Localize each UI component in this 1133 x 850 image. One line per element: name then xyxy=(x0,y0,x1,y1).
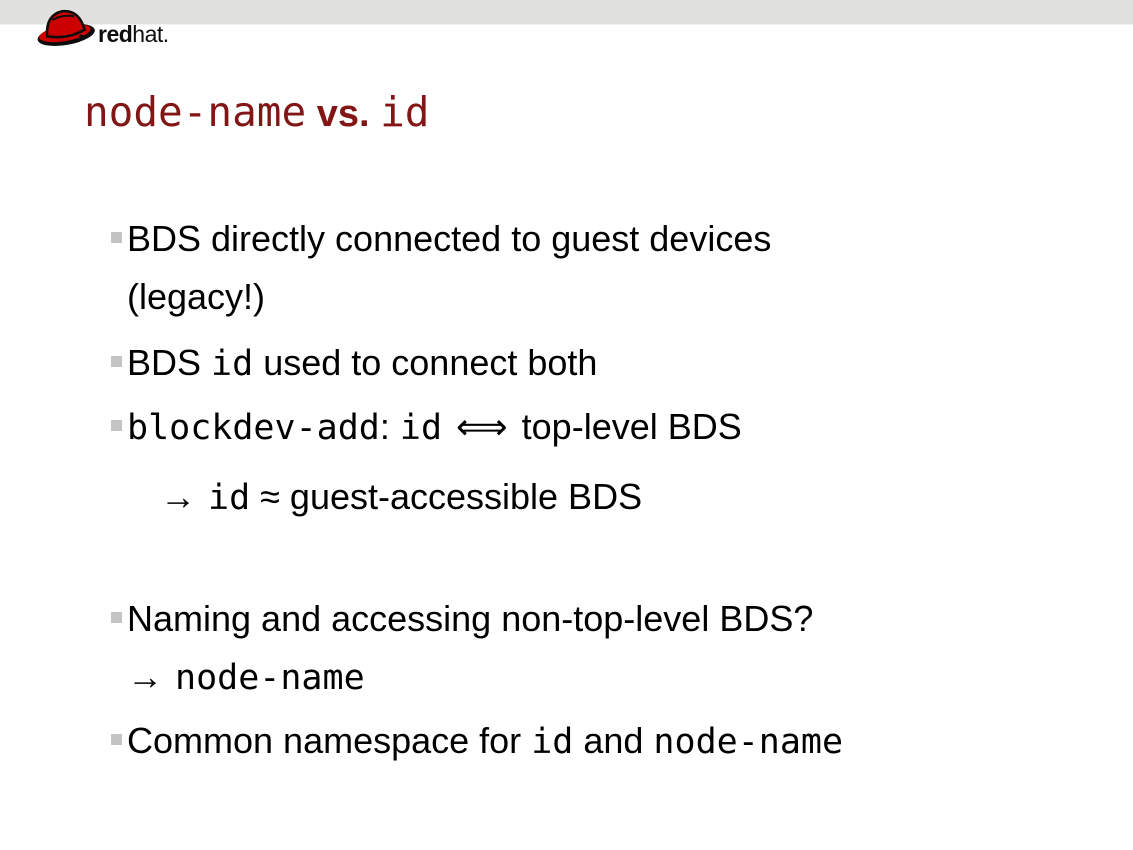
code-segment: id xyxy=(531,722,574,762)
bullet-square-icon xyxy=(111,356,122,367)
code-segment: node-name xyxy=(175,658,365,698)
code-segment: node-name xyxy=(653,722,844,762)
bullet-text: BDS directly connected to guest devices … xyxy=(127,210,771,326)
right-arrow-symbol: → xyxy=(127,656,163,697)
bullet-text: Naming and accessing non-top-level BDS? … xyxy=(127,590,813,707)
slide-title: node-name vs. id xyxy=(84,88,430,136)
title-code-id: id xyxy=(380,88,430,136)
bullet-item-blockdev-add: blockdev-add: id ⟺ top-level BDS xyxy=(111,398,742,457)
text-segment: used to connect both xyxy=(253,342,598,383)
bullet-text: Common namespace for id and node-name xyxy=(127,712,843,771)
bullet-item-legacy: BDS directly connected to guest devices … xyxy=(111,210,771,326)
code-segment: id xyxy=(208,478,251,518)
bullet-item-id-connect: BDS id used to connect both xyxy=(111,334,597,393)
bullet-square-icon xyxy=(111,612,122,623)
bullet-line: BDS directly connected to guest devices xyxy=(127,218,772,259)
text-segment: and xyxy=(573,720,654,761)
bullet-square-icon xyxy=(111,420,122,431)
text-segment: BDS xyxy=(127,342,212,383)
right-arrow-symbol: → xyxy=(160,476,196,517)
text-segment: Common namespace for xyxy=(127,720,532,761)
redhat-wordmark: redhat. xyxy=(98,23,169,46)
sub-item-id-approx: → id ≈ guest-accessible BDS xyxy=(160,468,642,527)
bullet-text: → id ≈ guest-accessible BDS xyxy=(160,468,642,527)
iff-arrow-symbol: ⟺ xyxy=(456,406,508,447)
code-segment: id xyxy=(399,408,443,448)
code-segment: id xyxy=(211,344,254,384)
header-band xyxy=(0,0,1133,25)
code-segment: blockdev-add xyxy=(127,408,380,448)
title-vs: vs. xyxy=(306,93,381,135)
bullet-item-namespace: Common namespace for id and node-name xyxy=(111,712,843,771)
bullet-line: (legacy!) xyxy=(127,276,266,317)
wordmark-red: red xyxy=(98,21,133,47)
bullet-square-icon xyxy=(111,232,122,243)
title-code-node-name: node-name xyxy=(84,88,307,136)
bullet-line: Naming and accessing non-top-level BDS? xyxy=(127,598,814,639)
text-segment: ≈ guest-accessible BDS xyxy=(250,476,643,517)
redhat-hat-icon xyxy=(37,9,95,46)
text-segment: top-level BDS xyxy=(521,406,742,447)
bullet-line: → node-name xyxy=(127,648,813,707)
bullet-item-naming: Naming and accessing non-top-level BDS? … xyxy=(111,590,813,707)
bullet-text: BDS id used to connect both xyxy=(127,334,597,393)
bullet-square-icon xyxy=(111,734,122,745)
bullet-text: blockdev-add: id ⟺ top-level BDS xyxy=(127,398,742,457)
text-segment: : xyxy=(379,406,400,447)
redhat-logo: redhat. xyxy=(34,4,169,50)
wordmark-hat: hat. xyxy=(132,21,169,47)
